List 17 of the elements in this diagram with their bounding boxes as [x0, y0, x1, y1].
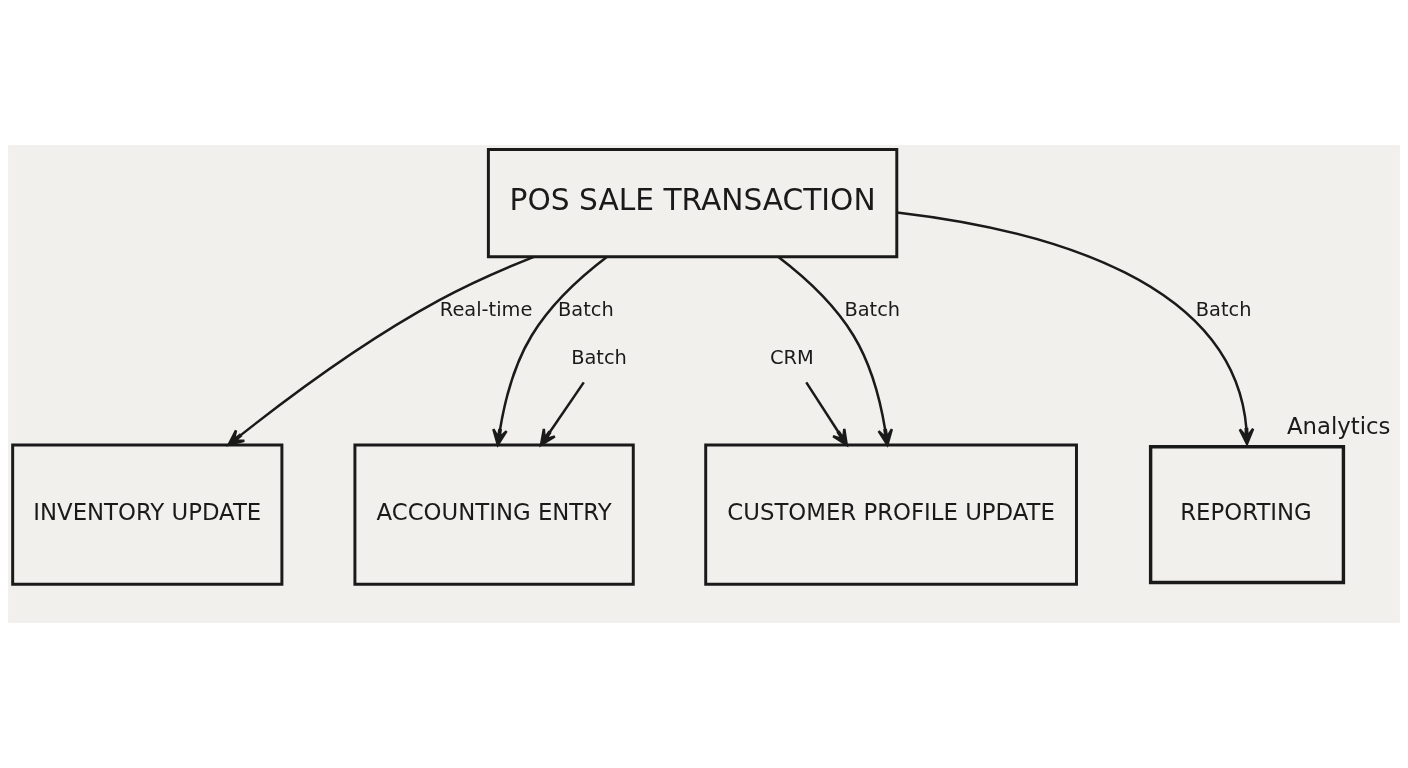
- node-box: INVENTORY UPDATE: [11, 443, 284, 586]
- arrow: [227, 255, 535, 447]
- node-box: POS SALE TRANSACTION: [486, 148, 899, 259]
- edge-label: Batch: [844, 297, 901, 321]
- arrow: [896, 211, 1255, 446]
- arrow: [777, 255, 894, 447]
- arrow: [492, 255, 608, 447]
- edge-label: Batch: [1195, 297, 1252, 321]
- node-label: Analytics: [1286, 412, 1391, 439]
- edge-label: Batch: [558, 297, 614, 321]
- node-text: CRM: [769, 345, 814, 369]
- node-box: ACCOUNTING ENTRY: [353, 443, 635, 586]
- arrow: [805, 381, 848, 447]
- edge-label: Real-time: [439, 297, 533, 321]
- node-text: Batch: [571, 345, 627, 369]
- arrow: [539, 381, 585, 447]
- node-box: CUSTOMER PROFILE UPDATE: [704, 443, 1078, 586]
